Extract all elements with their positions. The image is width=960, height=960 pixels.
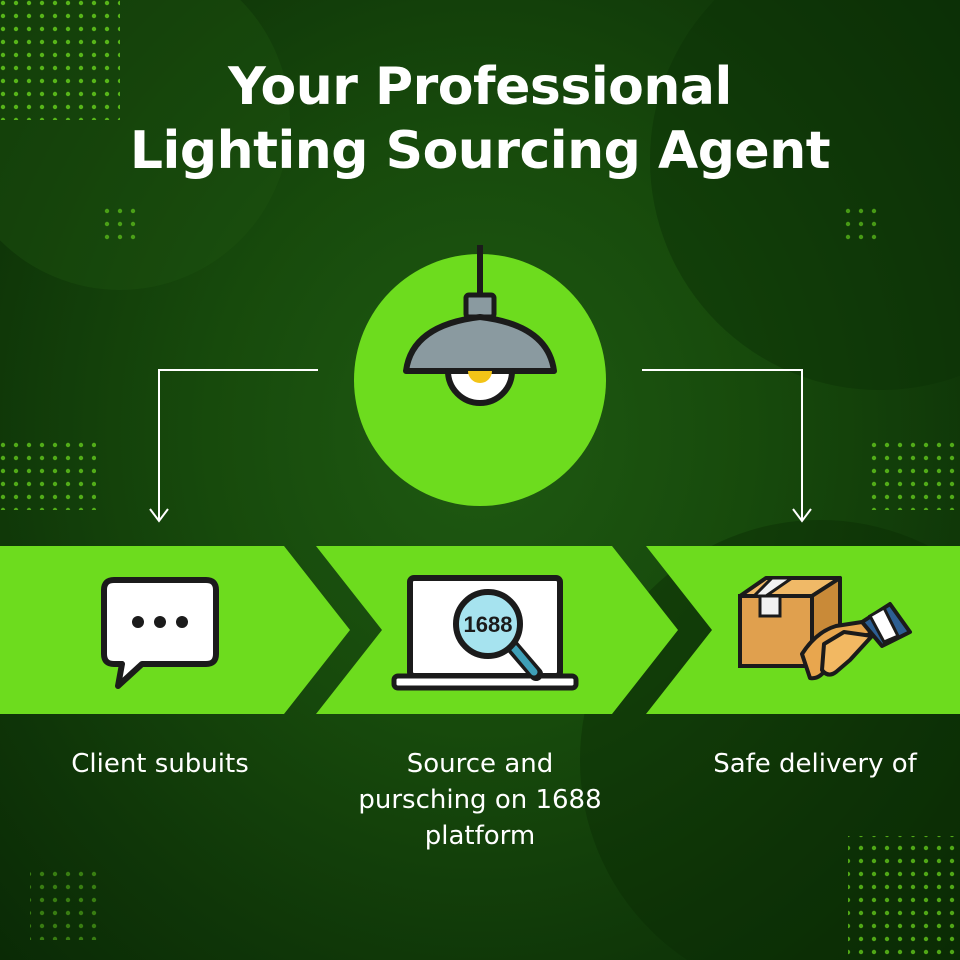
pendant-lamp-icon — [403, 245, 557, 406]
dot-cluster-right-small — [845, 205, 881, 241]
step-3-label: Safe delivery of — [690, 746, 940, 782]
title-line-1: Your Professional — [228, 57, 732, 117]
dot-cluster-bottom-left — [30, 870, 100, 940]
dot-cluster-left-mid — [0, 438, 96, 510]
step-1-label: Client subuits — [40, 746, 280, 782]
dot-cluster-bottom-right — [848, 836, 960, 960]
step-3-label-text: Safe delivery of — [713, 749, 917, 779]
step-2-label-line-2: pursching on 1688 — [358, 785, 602, 815]
icon-label-1688: 1688 — [464, 612, 513, 637]
dot-cluster-left-small — [104, 205, 140, 241]
page-title: Your Professional Lighting Sourcing Agen… — [0, 55, 960, 183]
laptop-search-icon: 1688 — [391, 575, 579, 691]
left-connector-arrow — [149, 369, 318, 523]
step-2-label-line-3: platform — [424, 821, 536, 851]
dot-cluster-right-mid — [866, 438, 960, 510]
step-2-label: Source and pursching on 1688 platform — [330, 746, 630, 854]
step-2-label-line-1: Source and — [406, 749, 554, 779]
step-1-label-text: Client subuits — [71, 749, 249, 779]
chat-bubble-icon — [101, 577, 219, 689]
title-line-2: Lighting Sourcing Agent — [129, 121, 831, 181]
right-connector-arrow — [642, 369, 812, 523]
box-handshake-icon — [738, 576, 912, 681]
